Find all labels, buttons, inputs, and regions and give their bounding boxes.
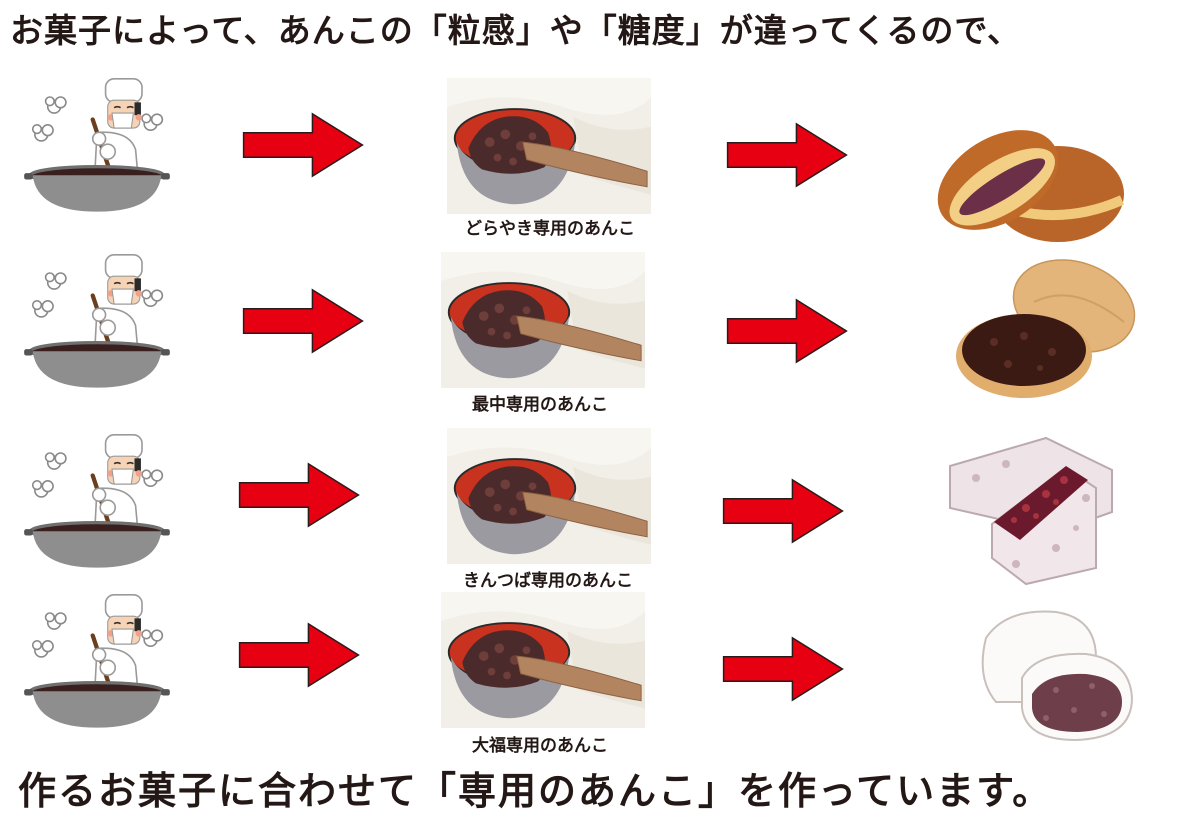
anko-in-red-bowl-photo	[444, 428, 654, 564]
chef-stirring-pot-icon	[22, 588, 172, 728]
header-text: お菓子によって、あんこの「粒感」や「糖度」が違ってくるので、	[10, 11, 1022, 50]
chef-stirring-pot-icon	[22, 72, 172, 212]
arrow-right-icon	[718, 636, 848, 702]
anko-caption: きんつば専用のあんこ	[463, 571, 633, 591]
arrow-right-icon	[722, 122, 852, 188]
kintsuba-icon	[936, 428, 1136, 588]
dorayaki-icon	[928, 108, 1128, 248]
arrow-right-icon	[718, 478, 848, 544]
arrow-right-icon	[234, 622, 364, 688]
arrow-right-icon	[234, 462, 364, 528]
arrow-right-icon	[238, 112, 368, 178]
arrow-right-icon	[722, 298, 852, 364]
chef-stirring-pot-icon	[22, 248, 172, 388]
anko-caption: どらやき専用のあんこ	[465, 219, 635, 239]
footer-text: 作るお菓子に合わせて「専用のあんこ」を作っています。	[18, 769, 1053, 813]
anko-in-red-bowl-photo	[438, 592, 648, 728]
anko-caption: 最中専用のあんこ	[472, 395, 608, 415]
anko-in-red-bowl-photo	[438, 252, 648, 388]
chef-stirring-pot-icon	[22, 428, 172, 568]
anko-in-red-bowl-photo	[444, 78, 654, 214]
daifuku-icon	[946, 598, 1146, 748]
arrow-right-icon	[238, 288, 368, 354]
anko-caption: 大福専用のあんこ	[472, 736, 608, 756]
monaka-icon	[944, 252, 1144, 402]
